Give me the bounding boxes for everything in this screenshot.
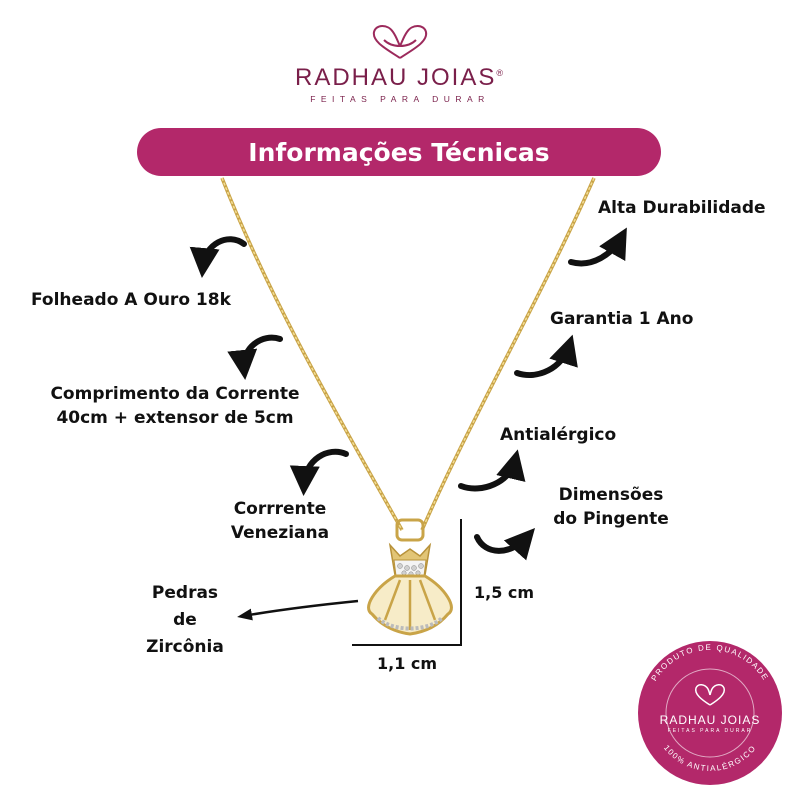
pendant-dress xyxy=(367,518,453,636)
title-banner: Informações Técnicas xyxy=(137,128,661,176)
label-pedras: Pedras de Zircônia xyxy=(130,580,240,661)
label-comprimento-line1: Comprimento da Corrente xyxy=(50,384,300,404)
arrow-folheado xyxy=(189,236,247,278)
arrow-garantia xyxy=(514,334,578,378)
arrow-antialergico xyxy=(458,449,526,492)
label-comprimento-line2: 40cm + extensor de 5cm xyxy=(56,408,294,428)
arrows xyxy=(189,227,627,561)
arrow-comprimento xyxy=(227,334,283,380)
arrow-corrente xyxy=(289,448,349,496)
label-pedras-line1: Pedras xyxy=(151,583,219,603)
label-dimensoes-line1: Dimensões xyxy=(558,485,664,505)
label-comprimento: Comprimento da Corrente 40cm + extensor … xyxy=(30,382,320,430)
quality-seal: PRODUTO DE QUALIDADE 100% ANTIALÉRGICO xyxy=(632,635,788,791)
brand-tagline: FEITAS PARA DURAR xyxy=(310,94,490,104)
registered-mark: ® xyxy=(496,68,505,78)
label-corrente: Corrrente Veneziana xyxy=(215,497,345,545)
necklace-chain xyxy=(220,177,596,531)
seal-brand-tagline: FEITAS PARA DURAR xyxy=(667,728,753,734)
label-corrente-line2: Veneziana xyxy=(230,523,330,543)
brand-name: RADHAU JOIAS® xyxy=(294,64,505,91)
banner-title: Informações Técnicas xyxy=(248,137,550,167)
seal-brand-name: RADHAU JOIAS xyxy=(659,713,761,727)
label-alta-durabilidade: Alta Durabilidade xyxy=(598,198,766,218)
logo-heart-icon xyxy=(372,25,428,59)
arrow-alta-durabilidade xyxy=(568,227,627,267)
label-corrente-line1: Corrrente xyxy=(233,499,327,519)
dimension-width: 1,1 cm xyxy=(377,654,438,673)
arrow-dimensoes xyxy=(474,528,536,561)
label-pedras-line2: de xyxy=(173,610,197,630)
dimension-height: 1,5 cm xyxy=(474,583,535,602)
dimension-bracket xyxy=(352,519,462,646)
label-dimensoes: Dimensões do Pingente xyxy=(536,483,686,531)
label-dimensoes-line2: do Pingente xyxy=(553,509,669,529)
label-folheado: Folheado A Ouro 18k xyxy=(31,290,231,310)
seal-heart-icon xyxy=(694,684,726,706)
label-pedras-line3: Zircônia xyxy=(146,637,224,657)
arrow-pedras xyxy=(237,599,359,621)
label-garantia: Garantia 1 Ano xyxy=(550,309,694,329)
label-antialergico: Antialérgico xyxy=(500,425,617,445)
